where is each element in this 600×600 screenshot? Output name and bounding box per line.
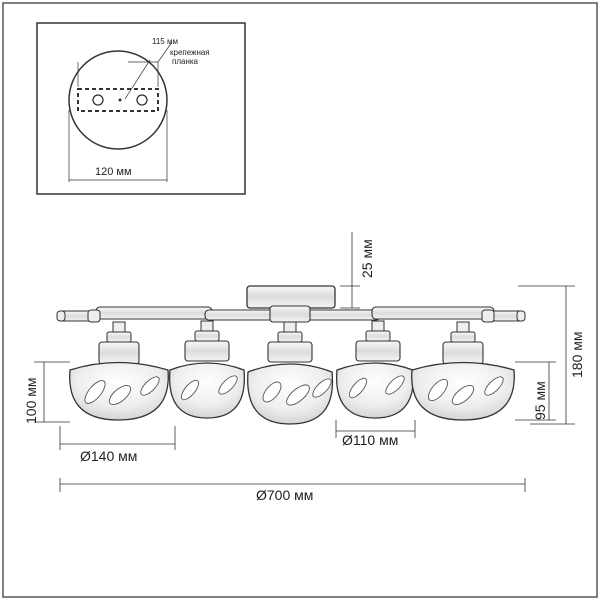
mount-label-2: планка — [172, 57, 199, 66]
plate-width-label: 115 мм — [152, 37, 178, 46]
shade-4 — [336, 362, 414, 419]
center-dot — [118, 98, 122, 102]
base-height-label: 25 мм — [359, 239, 375, 278]
dimension-lines — [34, 232, 575, 492]
lamp-side-view — [56, 285, 526, 425]
lamp-unit-1 — [69, 321, 169, 421]
total-height-label: 180 мм — [569, 332, 585, 379]
left-shade-height-label: 100 мм — [23, 378, 39, 425]
screw-hole-right — [136, 94, 148, 106]
ceiling-base — [246, 285, 336, 309]
base-circle — [68, 50, 168, 150]
lamp-unit-2 — [169, 320, 245, 419]
inset-top-view: 115 мм крепежная планка 120 мм — [36, 22, 246, 195]
base-diameter-label: 120 мм — [95, 166, 132, 178]
mount-label-1: крепежная — [170, 48, 210, 57]
small-shade-diameter-label: Ø110 мм — [342, 432, 398, 448]
lamp-unit-3 — [247, 321, 334, 425]
screw-hole-left — [92, 94, 104, 106]
lamp-unit-4 — [336, 320, 414, 419]
mounting-plate — [77, 88, 159, 112]
arm-assembly — [56, 305, 526, 323]
mount-leader — [124, 59, 151, 100]
lamp-unit-5 — [411, 321, 515, 421]
total-diameter-label: Ø700 мм — [256, 487, 313, 503]
plate-leader — [157, 41, 173, 63]
right-shade-height-label: 95 мм — [532, 381, 548, 420]
large-shade-diameter-label: Ø140 мм — [80, 448, 137, 464]
shade-2 — [169, 362, 245, 419]
